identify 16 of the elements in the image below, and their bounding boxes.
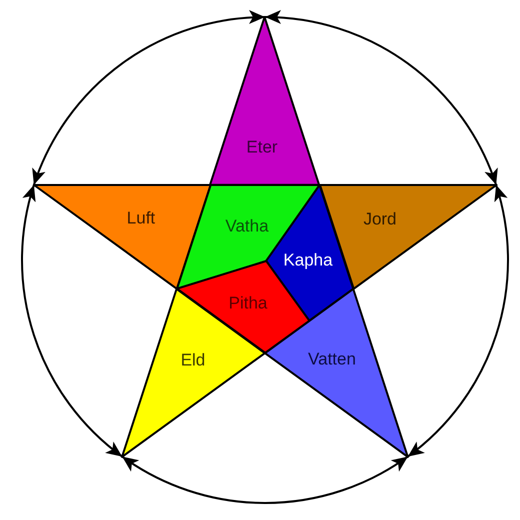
star-point-triangle: [32, 184, 212, 290]
region-label: Luft: [126, 208, 156, 228]
region-label: Vatten: [308, 349, 356, 368]
curved-double-arrow: [32, 11, 266, 186]
region-label: Eter: [246, 138, 278, 156]
region-label: Pitha: [228, 294, 268, 312]
region-label: Vatha: [225, 216, 269, 236]
star-point-triangle: [209, 16, 321, 186]
curved-double-arrow: [264, 11, 498, 186]
curved-double-arrow: [122, 456, 408, 504]
star-point-triangle: [121, 288, 266, 458]
curved-double-arrow: [21, 184, 123, 458]
region-label: Jord: [363, 209, 397, 228]
region-label: Eld: [180, 350, 206, 370]
region-label: Kapha: [283, 250, 333, 270]
curved-double-arrow: [407, 184, 509, 458]
